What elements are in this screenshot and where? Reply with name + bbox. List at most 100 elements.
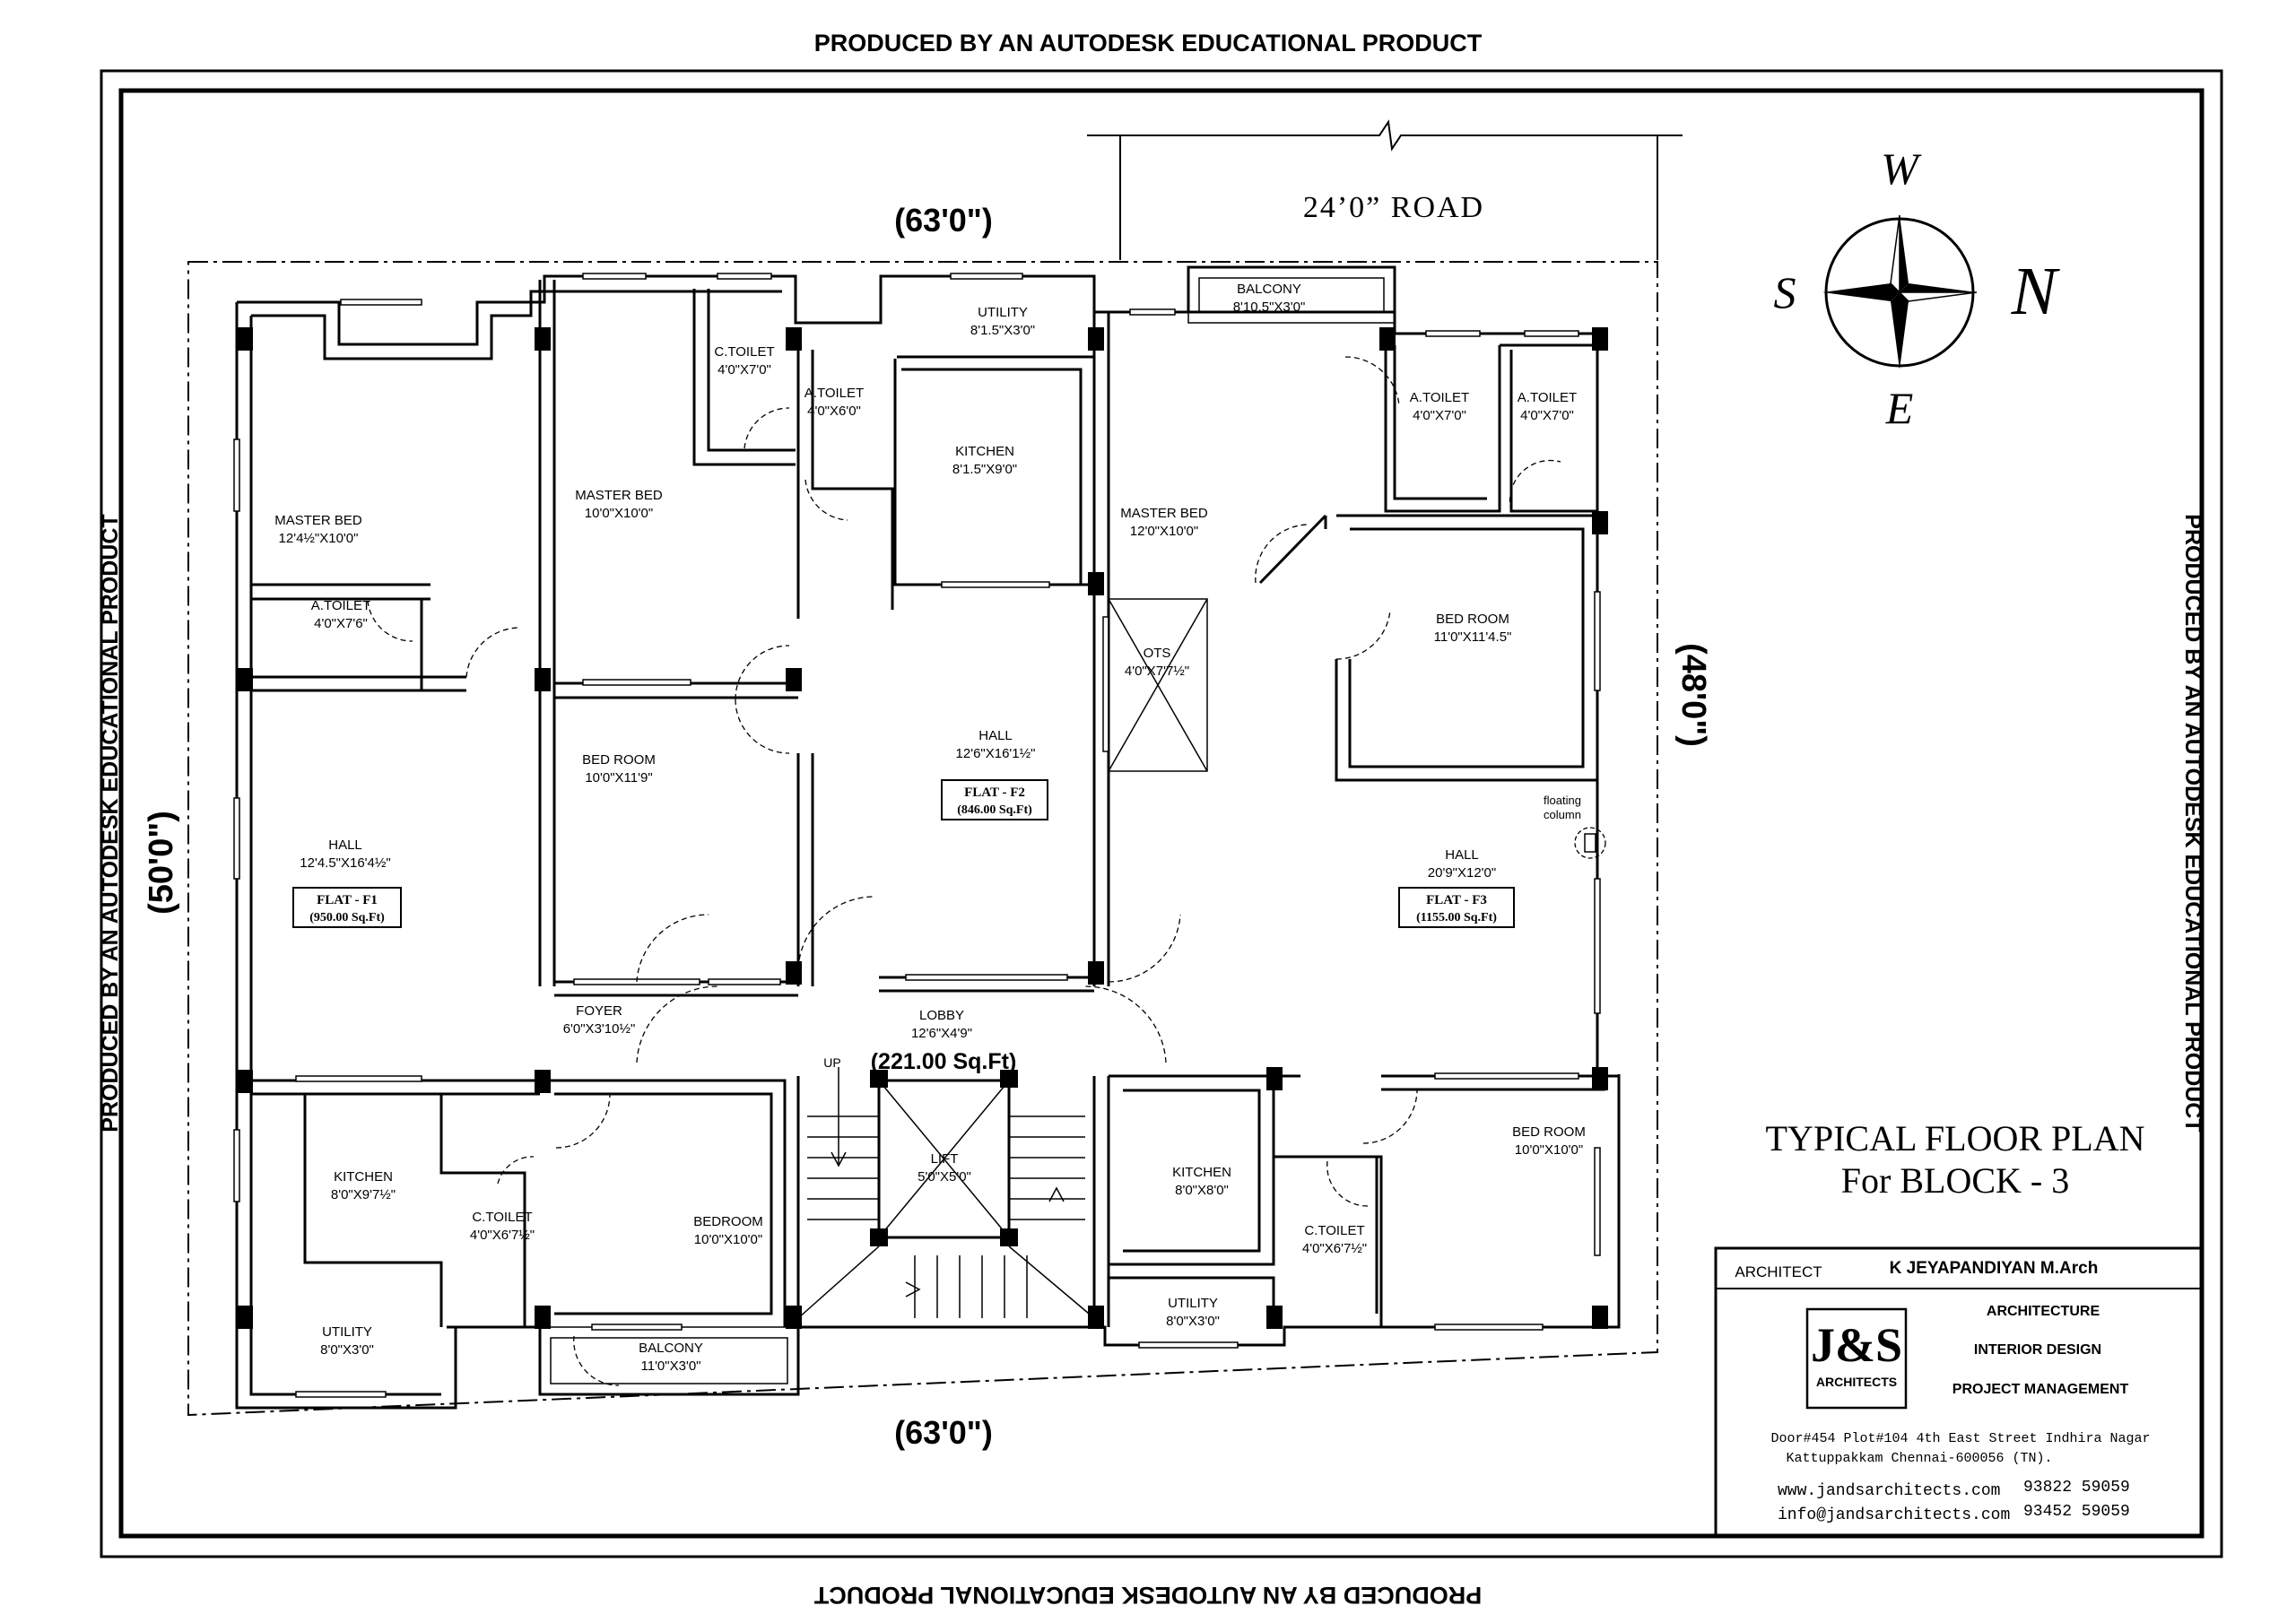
room-size-f2-c-toilet: 4'0"X7'0" [718,362,771,378]
watermark-top: PRODUCED BY AN AUTODESK EDUCATIONAL PROD… [814,30,1483,56]
compass-n: N [2011,254,2061,329]
dimension-bottom: (63'0") [894,1414,993,1451]
compass-e: E [1885,383,1914,433]
address-line-2: Kattuppakkam Chennai-600056 (TN). [1786,1451,2052,1466]
room-name-f1-utility: UTILITY [322,1324,372,1340]
room-name-f3-balcony: BALCONY [1237,282,1301,297]
room-size-f1-kitchen: 8'0"X9'7½" [331,1187,396,1202]
room-size-lobby: 12'6"X4'9" [911,1026,972,1041]
email: info@jandsarchitects.com [1778,1506,2010,1524]
room-name-f2-hall: HALL [978,728,1013,743]
room-name-f1-bedroom: BEDROOM [693,1214,763,1229]
flat-tag-f2 [941,779,1048,820]
title-block [1714,1246,2204,1538]
flat-name-f3: FLAT - F3 [1426,893,1487,907]
ots-shaft [1108,598,1208,772]
watermark-bottom: PRODUCED BY AN AUTODESK EDUCATIONAL PROD… [813,1582,1482,1609]
watermark-right: PRODUCED BY AN AUTODESK EDUCATIONAL PROD… [2180,514,2205,1132]
room-size-f1-balcony: 11'0"X3'0" [641,1358,701,1374]
room-size-f3-c-toilet: 4'0"X6'7½" [1302,1241,1367,1256]
room-size-f3-master-bed: 12'0"X10'0" [1130,524,1198,539]
room-name-f3-utility: UTILITY [1168,1296,1218,1311]
room-size-f1-c-toilet: 4'0"X6'7½" [470,1228,535,1243]
room-name-lobby: LOBBY [919,1008,964,1023]
website: www.jandsarchitects.com [1778,1482,2000,1500]
service-architecture: ARCHITECTURE [1987,1304,2100,1319]
balcony-railings [539,266,1396,1395]
company-logo-subtext: ARCHITECTS [1816,1375,1897,1389]
room-size-f1-utility: 8'0"X3'0" [320,1342,374,1358]
service-interior-design: INTERIOR DESIGN [1974,1342,2101,1358]
dimension-left: (50'0") [143,811,180,915]
room-name-f2-a-toilet: A.TOILET [804,386,864,401]
room-name-f1-c-toilet: C.TOILET [472,1210,532,1225]
floating-column-label-1: floating [1544,794,1581,807]
dimension-right: (48'0") [1674,643,1712,747]
floating-column-marker [1574,827,1606,859]
flat-name-f2: FLAT - F2 [964,785,1025,800]
room-size-f1-hall: 12'4.5"X16'4½" [300,855,390,871]
room-name-f3-hall: HALL [1445,847,1479,863]
flat-area-f2: (846.00 Sq.Ft) [957,803,1032,817]
dimension-top: (63'0") [894,202,993,239]
room-name-f2-utility: UTILITY [978,305,1028,320]
stair-up-label: UP [823,1055,840,1070]
lobby-area: (221.00 Sq.Ft) [871,1049,1017,1074]
north-arrow-icon [1822,214,1978,369]
architect-name: K JEYAPANDIYAN M.Arch [1890,1259,2099,1278]
structural-columns [237,327,1608,1329]
room-size-f1-foyer: 6'0"X3'10½" [563,1021,636,1037]
flat-tag-f1 [292,887,402,928]
room-size-f2-master-bed: 10'0"X10'0" [585,506,653,521]
outer-border [100,69,2223,1558]
room-size-f3-a-toilet-2: 4'0"X7'0" [1520,408,1574,423]
room-size-lift: 5'0"X5'0" [918,1169,971,1185]
room-size-f2-bed-room: 10'0"X11'9" [585,770,652,785]
room-name-f1-hall: HALL [328,838,362,853]
room-name-f3-a-toilet-2: A.TOILET [1518,390,1577,405]
flat-area-f3: (1155.00 Sq.Ft) [1416,911,1497,924]
room-name-f1-kitchen: KITCHEN [334,1169,393,1185]
staircase [797,1067,1095,1319]
inner-border [118,88,2205,1539]
room-name-f2-kitchen: KITCHEN [955,444,1014,459]
room-size-ots: 4'0"X7'7½" [1125,664,1189,679]
room-size-f2-utility: 8'1.5"X3'0" [970,323,1035,338]
room-name-f1-balcony: BALCONY [639,1341,703,1356]
room-name-f1-foyer: FOYER [576,1003,622,1019]
floating-column-label-2: column [1544,808,1581,821]
drawing-subtitle: For BLOCK - 3 [1841,1160,2069,1201]
road-lines [1087,119,1683,260]
room-size-f3-hall: 20'9"X12'0" [1428,865,1496,881]
watermark-left: PRODUCED BY AN AUTODESK EDUCATIONAL PROD… [98,514,123,1132]
room-name-f2-bed-room: BED ROOM [582,752,656,768]
room-name-f3-bed-room-2: BED ROOM [1512,1124,1586,1140]
room-name-f2-master-bed: MASTER BED [575,488,663,503]
company-logo-text: J&S [1811,1318,1902,1372]
room-size-f2-kitchen: 8'1.5"X9'0" [952,462,1017,477]
windows [233,273,1601,1398]
room-size-f1-master-bed: 12'4½"X10'0" [279,531,359,546]
lift-shaft [877,1079,1011,1239]
drawing-title: TYPICAL FLOOR PLAN [1766,1118,2145,1159]
room-size-f3-a-toilet-1: 4'0"X7'0" [1413,408,1466,423]
service-project-management: PROJECT MANAGEMENT [1952,1382,2129,1397]
room-name-f3-kitchen: KITCHEN [1172,1165,1231,1180]
flat-tag-f3 [1398,887,1515,928]
room-size-f2-hall: 12'6"X16'1½" [956,746,1036,761]
room-size-f3-bed-room-2: 10'0"X10'0" [1515,1142,1583,1158]
flat-name-f1: FLAT - F1 [317,893,378,907]
compass-w: W [1881,143,1922,194]
door-swings [367,356,1561,1386]
room-size-f3-kitchen: 8'0"X8'0" [1175,1183,1229,1198]
room-name-f1-master-bed: MASTER BED [274,513,362,528]
architect-label: ARCHITECT [1735,1263,1822,1280]
room-size-f3-utility: 8'0"X3'0" [1166,1314,1220,1329]
room-name-ots: OTS [1144,646,1171,661]
room-name-f3-bed-room-1: BED ROOM [1436,612,1509,627]
room-name-f2-c-toilet: C.TOILET [714,344,774,360]
road-label: 24’0” ROAD [1303,191,1484,224]
plot-boundary [187,261,1658,1417]
room-name-lift: LIFT [931,1151,959,1167]
